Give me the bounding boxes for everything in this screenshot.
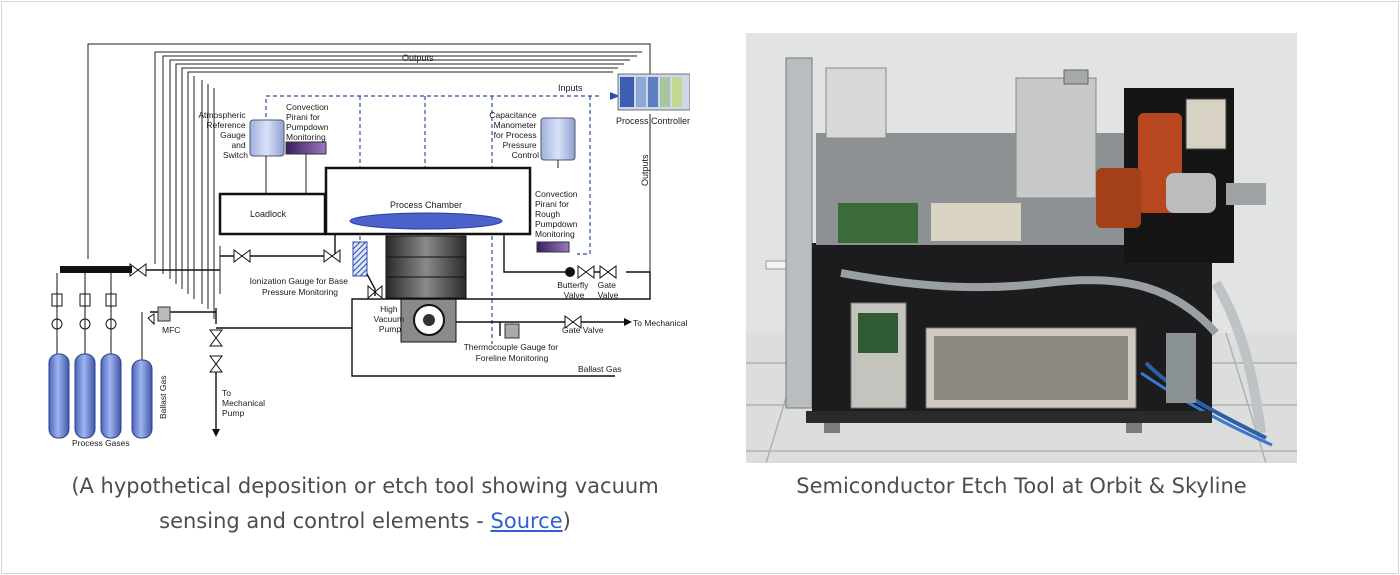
ballast-gas-line-label: Ballast Gas — [578, 364, 621, 374]
valves — [129, 249, 617, 373]
capacitance-manometer — [540, 117, 576, 161]
photo-caption: Semiconductor Etch Tool at Orbit & Skyli… — [796, 474, 1247, 498]
convection-pirani-rough-label: Convection Pirani for Rough Pumpdown Mon… — [535, 189, 580, 239]
diagram-caption-line2: sensing and control elements - Source) — [40, 504, 690, 539]
diagram-caption: (A hypothetical deposition or etch tool … — [40, 469, 690, 539]
output-signal-lines — [87, 43, 651, 319]
diagram-caption-text: sensing and control elements - — [159, 509, 491, 533]
thermocouple-gauge — [504, 323, 520, 339]
convection-pirani-pumpdown-gauge — [285, 141, 327, 155]
outputs-side-label: Outputs — [640, 154, 650, 186]
to-mech-pump-right-label: To Mechanical Pump — [633, 318, 690, 328]
outputs-top-label: Outputs — [402, 53, 434, 63]
gas-manifold-bar — [60, 266, 132, 273]
process-controller-label: Process Controller — [616, 116, 690, 126]
gate-valve-lower-label: Gate Valve — [562, 325, 604, 335]
mfc-box — [157, 306, 171, 322]
wafer-platen — [349, 212, 503, 230]
capacitance-manometer-label: Capacitance Manometer for Process Pressu… — [489, 110, 539, 160]
butterfly-valve-disk — [565, 267, 575, 277]
ionization-gauge-label: Ionization Gauge for Base Pressure Monit… — [250, 276, 351, 297]
etch-tool-photo — [746, 33, 1297, 463]
to-mech-pump-arrow-right — [624, 318, 632, 326]
loadlock-label: Loadlock — [250, 209, 287, 219]
high-vacuum-pump — [385, 235, 467, 343]
gate-valve-upper-label: Gate Valve — [598, 280, 619, 300]
inputs-label: Inputs — [558, 83, 583, 93]
loadlock-chamber — [218, 192, 327, 236]
gas-regulators — [51, 273, 143, 364]
atm-gauge-label: Atmospheric Reference Gauge and Switch — [198, 110, 248, 160]
source-link[interactable]: Source — [490, 509, 563, 533]
butterfly-valve-label: Butterfly Valve — [557, 280, 591, 300]
process-gases-label: Process Gases — [72, 438, 130, 448]
process-chamber-label: Process Chamber — [390, 200, 462, 210]
diagram-caption-close: ) — [562, 509, 571, 533]
vacuum-system-diagram: Outputs Outputs Inputs Process Controlle… — [30, 34, 712, 454]
atm-reference-gauge — [249, 119, 285, 157]
process-gas-cylinders — [48, 353, 122, 439]
ionization-gauge — [352, 241, 368, 277]
thermocouple-gauge-label: Thermocouple Gauge for Foreline Monitori… — [464, 342, 561, 363]
process-controller-rack — [617, 73, 691, 111]
to-mech-pump-bottom-label: To Mechanical Pump — [222, 388, 267, 418]
convection-pirani-rough-gauge — [536, 241, 570, 253]
convection-pirani-pumpdown-label: Convection Pirani for Pumpdown Monitorin… — [286, 102, 331, 142]
high-vacuum-pump-label: High Vacuum Pump — [374, 304, 407, 334]
ballast-gas-cylinder — [131, 359, 153, 439]
mfc-label: MFC — [162, 325, 180, 335]
inputs-arrowhead — [610, 92, 620, 100]
to-mech-pump-arrow-down — [212, 429, 220, 437]
ballast-gas-cylinder-label: Ballast Gas — [158, 376, 168, 419]
diagram-caption-line1: (A hypothetical deposition or etch tool … — [71, 474, 659, 498]
